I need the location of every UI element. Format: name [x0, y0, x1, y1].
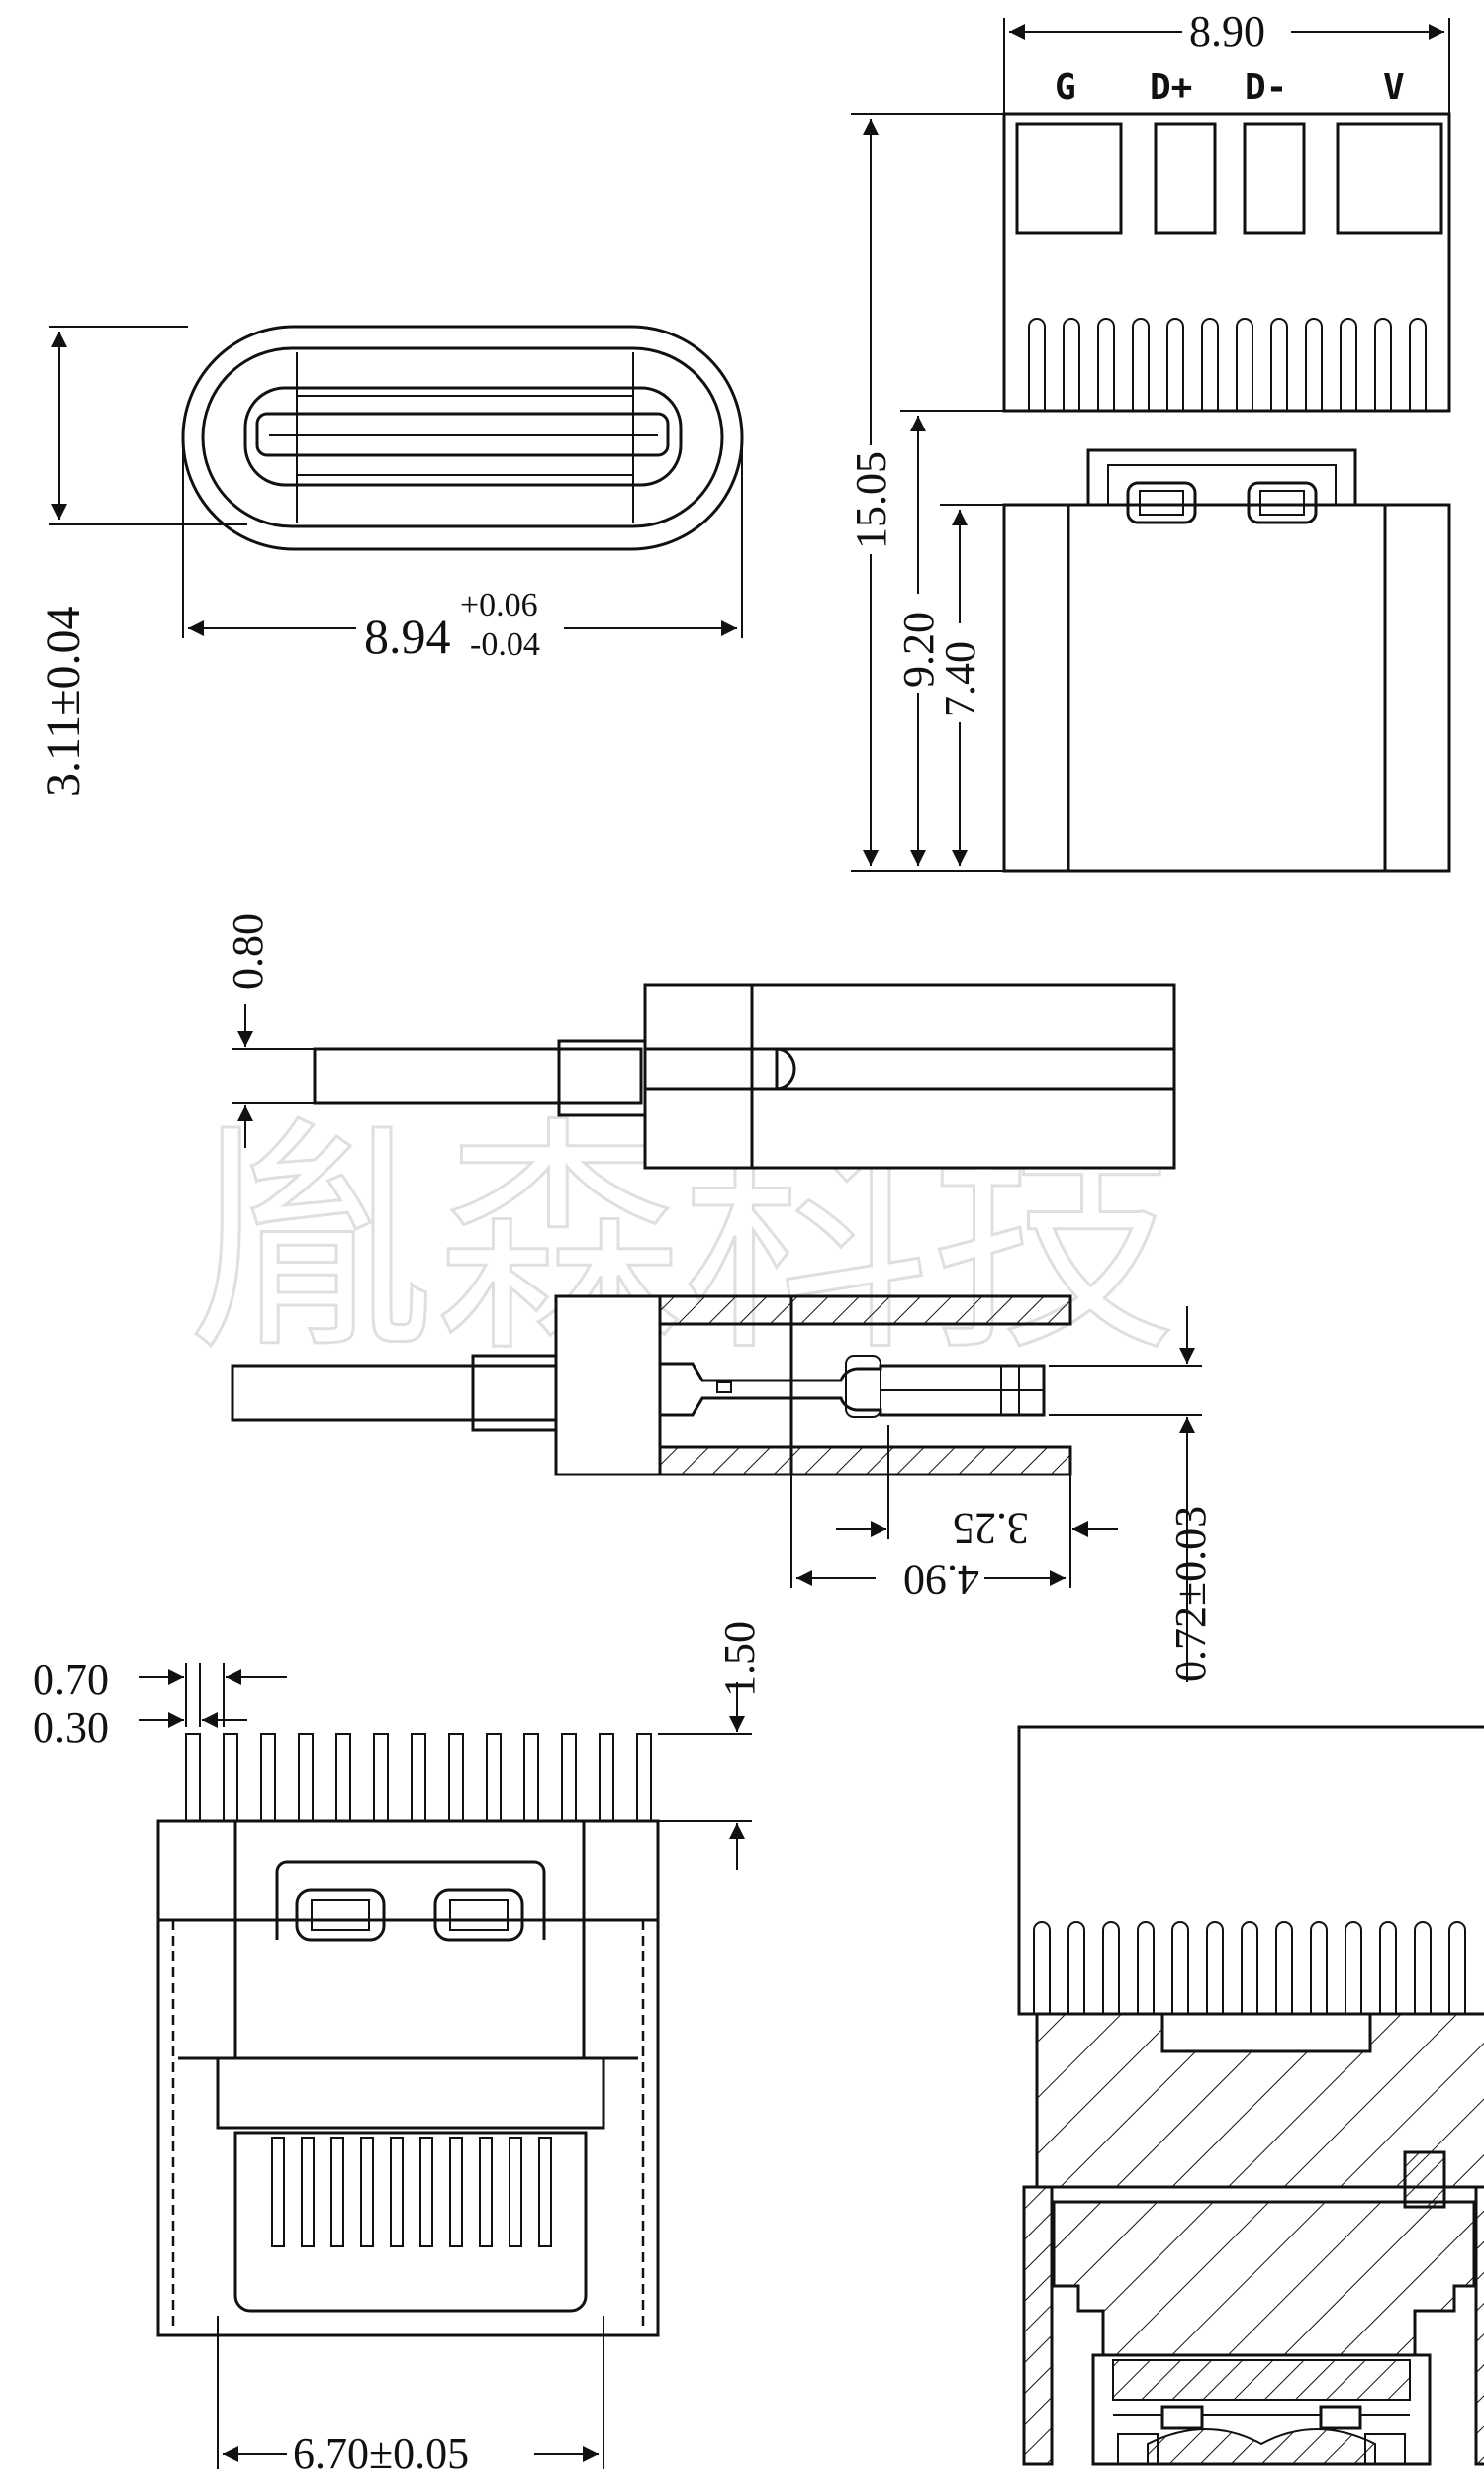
pad-g — [1015, 122, 1123, 235]
pin-label-dplus: D+ — [1150, 67, 1192, 108]
section-shell-bottom — [658, 1445, 1072, 1476]
bottom-pin-length-label: 1.50 — [715, 1621, 764, 1697]
xs-pin-row — [1033, 1921, 1466, 2014]
bottom-pitch-label: 0.70 — [33, 1656, 109, 1704]
front-view: 3.11±0.04 8.94 +0.06 -0.04 — [38, 325, 744, 797]
top-dim-a-label: 9.20 — [894, 612, 943, 688]
bottom-shell-tab — [275, 1860, 546, 1940]
top-shell-tab — [1086, 448, 1357, 505]
xs-shell-right — [1474, 2185, 1484, 2466]
cross-section-view — [1017, 1725, 1484, 2466]
top-pin-row — [1028, 318, 1427, 411]
xs-contact-left — [1160, 2405, 1204, 2430]
front-inner-shell — [201, 346, 724, 528]
xs-inner-body — [1052, 2200, 1476, 2357]
section-dim-a-label: 3.25 — [953, 1504, 1029, 1553]
side-pcb — [313, 1047, 643, 1105]
side-body — [643, 983, 1176, 1170]
xs-shell-left — [1022, 2185, 1054, 2466]
top-pcb-body — [1002, 112, 1451, 413]
front-width-tol-upper: +0.06 — [460, 587, 538, 623]
xs-latch-block — [1403, 2150, 1446, 2209]
bottom-contacts — [271, 2137, 552, 2247]
bottom-pin-width-label: 0.30 — [33, 1703, 109, 1752]
pad-v — [1336, 122, 1443, 235]
bottom-window-right — [433, 1888, 524, 1942]
pin-label-v: V — [1383, 67, 1405, 108]
top-dim-b-label: 7.40 — [936, 641, 984, 717]
top-total-length-label: 15.05 — [847, 451, 895, 549]
front-outer-shell — [181, 325, 744, 551]
xs-contact-right — [1319, 2405, 1362, 2430]
top-view: 8.90 G D+ D- V — [847, 5, 1451, 873]
side-view: 0.80 — [224, 913, 1176, 1170]
section-dim-c-label: 0.72±0.03 — [1166, 1506, 1215, 1682]
section-housing — [554, 1294, 662, 1476]
side-thickness-label: 0.80 — [224, 913, 272, 990]
top-window-right — [1247, 481, 1318, 524]
pin-label-dminus: D- — [1245, 67, 1287, 108]
bottom-pin-row — [185, 1733, 652, 1822]
section-dim-b-label: 4.90 — [903, 1556, 979, 1604]
front-height-dim-label: 3.11±0.04 — [38, 606, 90, 797]
top-width-dim-label: 8.90 — [1189, 7, 1265, 55]
bottom-receptacle — [233, 2131, 588, 2313]
section-view: 0.72±0.03 3.25 4.90 — [231, 1294, 1215, 1682]
pin-label-g: G — [1055, 67, 1076, 108]
section-shell-top — [658, 1294, 1072, 1326]
front-width-dim-label: 8.94 — [364, 609, 451, 664]
side-latch — [752, 1047, 796, 1091]
bottom-view: 0.70 0.30 1.50 6.70±0.05 — [33, 1621, 764, 2474]
top-window-left — [1126, 481, 1197, 524]
front-width-tol-lower: -0.04 — [470, 626, 540, 663]
pad-dminus — [1243, 122, 1306, 235]
bottom-body — [156, 1819, 660, 2337]
front-tongue-frame — [243, 386, 683, 487]
front-tongue — [255, 412, 670, 457]
pad-dplus — [1154, 122, 1217, 235]
bottom-window-left — [295, 1888, 386, 1942]
bottom-inner-width-label: 6.70±0.05 — [293, 2429, 469, 2474]
top-shell — [1002, 503, 1451, 873]
